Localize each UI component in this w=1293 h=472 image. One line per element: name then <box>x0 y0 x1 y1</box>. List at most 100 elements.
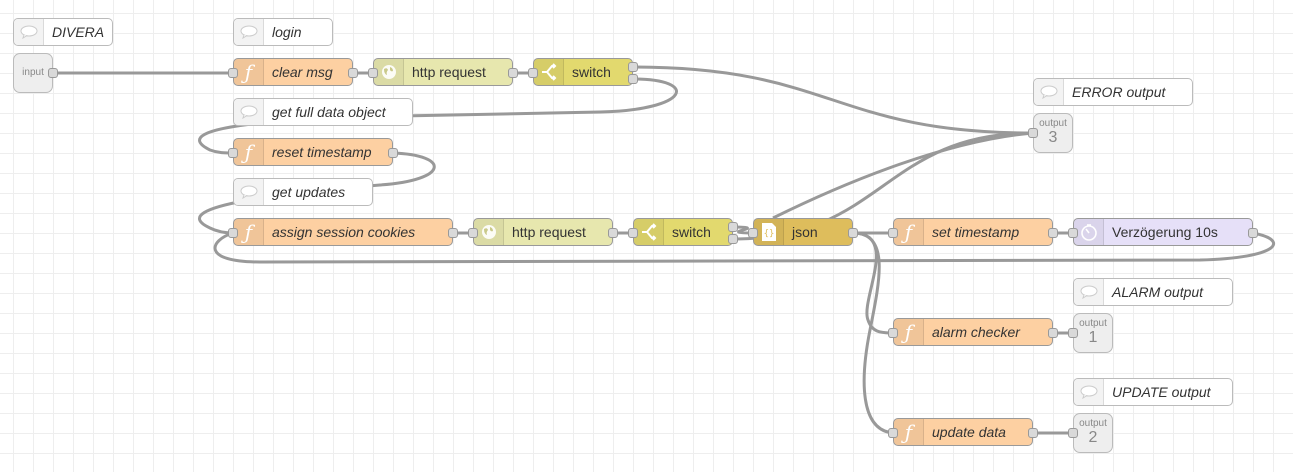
json-icon: {} <box>754 219 784 245</box>
node-assign-session-cookies[interactable]: ƒ assign session cookies <box>233 218 453 246</box>
delay-output-port[interactable] <box>1248 228 1258 238</box>
comment-update-output[interactable]: UPDATE output <box>1073 378 1233 406</box>
alarm-checker-input-port[interactable] <box>888 328 898 338</box>
function-icon: ƒ <box>234 139 264 165</box>
node-label: set timestamp <box>932 224 1020 240</box>
node-set-timestamp[interactable]: ƒ set timestamp <box>893 218 1053 246</box>
node-label: switch <box>572 64 611 80</box>
switch2-output-port-1[interactable] <box>728 222 738 232</box>
wire-switch1-to-error-output[interactable] <box>632 65 1034 135</box>
http2-input-port[interactable] <box>468 228 478 238</box>
wire-json-to-alarm-checker[interactable] <box>852 231 894 335</box>
alarm-checker-output-port[interactable] <box>1048 328 1058 338</box>
output-2-input-port[interactable] <box>1068 428 1078 438</box>
comment-login[interactable]: login <box>233 18 333 46</box>
output-label: output <box>1079 418 1107 429</box>
wire-json-to-update-data[interactable] <box>852 231 894 435</box>
comment-alarm-output[interactable]: ALARM output <box>1073 278 1233 306</box>
node-clear-msg[interactable]: ƒ clear msg <box>233 58 353 86</box>
comment-icon <box>1074 279 1104 305</box>
output-number: 2 <box>1088 429 1098 446</box>
node-label: Verzögerung 10s <box>1112 224 1218 240</box>
http2-output-port[interactable] <box>608 228 618 238</box>
switch2-input-port[interactable] <box>628 228 638 238</box>
set-ts-input-port[interactable] <box>888 228 898 238</box>
output-label: output <box>1079 318 1107 329</box>
output-number: 1 <box>1088 329 1098 346</box>
comment-icon <box>1034 79 1064 105</box>
comment-icon <box>234 179 264 205</box>
comment-error-output[interactable]: ERROR output <box>1033 78 1193 106</box>
svg-text:{}: {} <box>763 229 774 239</box>
http1-output-port[interactable] <box>508 68 518 78</box>
assign-cookies-input-port[interactable] <box>228 228 238 238</box>
wire-json-to-error-output[interactable] <box>772 131 1034 220</box>
delay-input-port[interactable] <box>1068 228 1078 238</box>
function-icon: ƒ <box>234 59 264 85</box>
set-ts-output-port[interactable] <box>1048 228 1058 238</box>
comment-label: get full data object <box>272 104 386 120</box>
output-label: output <box>1039 118 1067 129</box>
node-http-request-1[interactable]: http request <box>373 58 513 86</box>
timer-icon <box>1074 219 1104 245</box>
node-http-request-2[interactable]: http request <box>473 218 613 246</box>
reset-ts-output-port[interactable] <box>388 148 398 158</box>
comment-icon <box>14 19 44 45</box>
node-switch-2[interactable]: switch <box>633 218 733 246</box>
node-update-data[interactable]: ƒ update data <box>893 418 1033 446</box>
globe-icon <box>374 59 404 85</box>
input-output-port[interactable] <box>48 68 58 78</box>
node-label: update data <box>932 424 1006 440</box>
subflow-output-3[interactable]: output 3 <box>1033 113 1073 153</box>
output-3-input-port[interactable] <box>1028 128 1038 138</box>
reset-ts-input-port[interactable] <box>228 148 238 158</box>
output-number: 3 <box>1048 129 1058 146</box>
http1-input-port[interactable] <box>368 68 378 78</box>
json-output-port[interactable] <box>848 228 858 238</box>
node-label: switch <box>672 224 711 240</box>
node-label: http request <box>412 64 486 80</box>
node-delay[interactable]: Verzögerung 10s <box>1073 218 1253 246</box>
comment-get-updates[interactable]: get updates <box>233 178 373 206</box>
node-label: reset timestamp <box>272 144 372 160</box>
node-alarm-checker[interactable]: ƒ alarm checker <box>893 318 1053 346</box>
subflow-output-2[interactable]: output 2 <box>1073 413 1113 453</box>
clear-msg-output-port[interactable] <box>348 68 358 78</box>
node-label: http request <box>512 224 586 240</box>
switch1-output-port-1[interactable] <box>628 62 638 72</box>
comment-label: UPDATE output <box>1112 384 1211 400</box>
node-label: alarm checker <box>932 324 1020 340</box>
comment-label: login <box>272 24 302 40</box>
switch2-output-port-2[interactable] <box>728 234 738 244</box>
assign-cookies-output-port[interactable] <box>448 228 458 238</box>
comment-get-full-data-object[interactable]: get full data object <box>233 98 413 126</box>
switch1-input-port[interactable] <box>528 68 538 78</box>
json-input-port[interactable] <box>748 228 758 238</box>
node-json[interactable]: {} json <box>753 218 853 246</box>
update-data-input-port[interactable] <box>888 428 898 438</box>
switch1-output-port-2[interactable] <box>628 74 638 84</box>
function-icon: ƒ <box>894 419 924 445</box>
comment-label: get updates <box>272 184 346 200</box>
subflow-input-node[interactable]: input <box>13 53 53 93</box>
comment-icon <box>234 19 264 45</box>
clear-msg-input-port[interactable] <box>228 68 238 78</box>
comment-divera[interactable]: DIVERA <box>13 18 113 46</box>
function-icon: ƒ <box>894 219 924 245</box>
comment-label: ERROR output <box>1072 84 1166 100</box>
comment-icon <box>234 99 264 125</box>
node-label: assign session cookies <box>272 224 416 240</box>
switch-icon <box>634 219 664 245</box>
node-reset-timestamp[interactable]: ƒ reset timestamp <box>233 138 393 166</box>
subflow-output-1[interactable]: output 1 <box>1073 313 1113 353</box>
node-label: json <box>792 224 818 240</box>
globe-icon <box>474 219 504 245</box>
output-1-input-port[interactable] <box>1068 328 1078 338</box>
comment-label: ALARM output <box>1112 284 1204 300</box>
update-data-output-port[interactable] <box>1028 428 1038 438</box>
comment-icon <box>1074 379 1104 405</box>
switch-icon <box>534 59 564 85</box>
node-label: clear msg <box>272 64 333 80</box>
node-switch-1[interactable]: switch <box>533 58 633 86</box>
